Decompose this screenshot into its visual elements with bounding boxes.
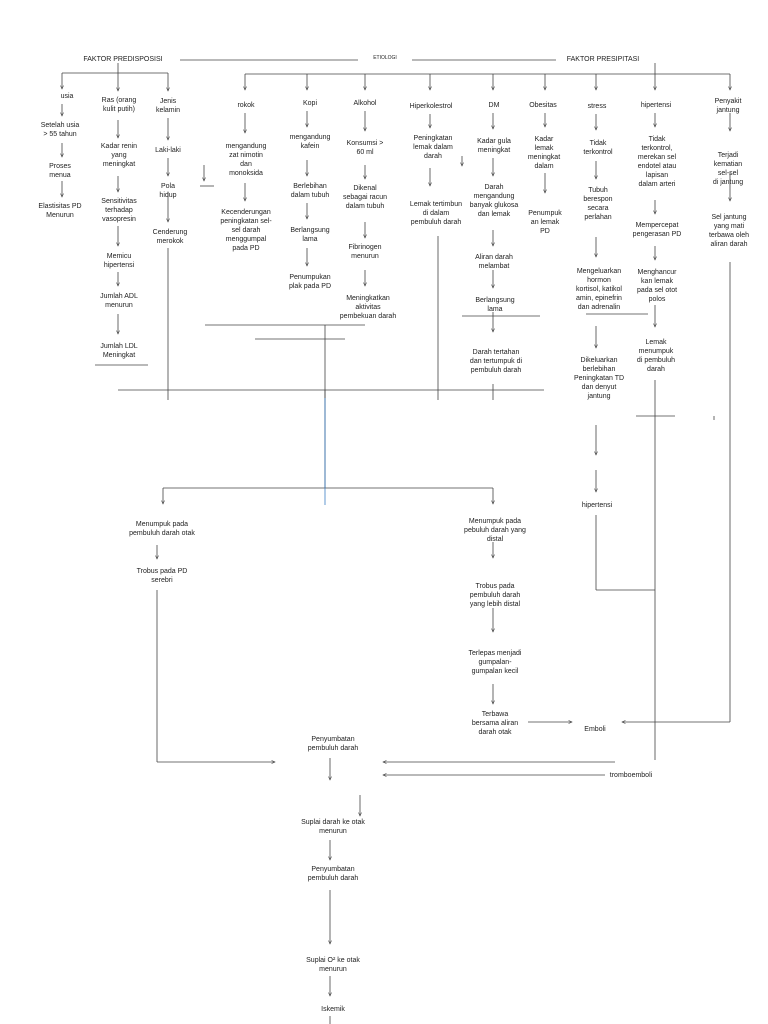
usia-label: usia: [60, 93, 74, 100]
obesitas-step: Penumpuk an lemak PD: [528, 210, 562, 235]
final-step: Penyumbatan pembuluh darah: [307, 736, 359, 752]
stress-step: hipertensi: [581, 502, 613, 509]
hiperkolestrol-step: Peningkatan lemak dalam darah: [413, 135, 453, 160]
usia-step: Elastisitas PD Menurun: [38, 203, 82, 219]
kopi-step: Penumpukan plak pada PD: [288, 274, 332, 290]
jenis-kelamin-step: Pola hidup: [159, 183, 177, 199]
usia-step: Proses menua: [49, 163, 71, 179]
obesitas-label: Obesitas: [529, 102, 557, 109]
ras-step: Memicu hipertensi: [103, 253, 135, 269]
penyakit-jantung-step: Terjadi kematian sel-sel di jantung: [712, 152, 744, 186]
stress-step: Tidak terkontrol: [583, 140, 613, 156]
dm-step: Darah tertahan dan tertumpuk di pembuluh…: [469, 349, 523, 374]
kopi-step: mengandung kafein: [289, 134, 331, 150]
hipertensi-step: Menghancur kan lemak pada sel otot polos: [636, 269, 678, 303]
alkohol-label: Alkohol: [353, 100, 377, 107]
lower-right-step: Menumpuk pada pebuluh darah yang distal: [464, 518, 526, 543]
dm-label: DM: [488, 102, 500, 109]
kopi-label: Kopi: [302, 100, 317, 107]
hipertensi-step: Mempercepat pengerasan PD: [632, 222, 682, 238]
final-step: Suplai O² ke otak menurun: [306, 957, 360, 973]
alkohol-step: Dikenal sebagai racun dalam tubuh: [343, 185, 387, 210]
alkohol-step: Meningkatkan aktivitas pembekuan darah: [339, 295, 397, 320]
hiperkolestrol-step: Lemak tertimbun di dalam pembuluh darah: [409, 201, 463, 226]
kopi-step: Berlangsung lama: [290, 227, 330, 243]
kopi-step: Berlebihan dalam tubuh: [290, 183, 330, 199]
stress-step: Mengeluarkan hormon kortisol, katikol am…: [576, 268, 622, 311]
obesitas-step: Kadar lemak meningkat dalam: [527, 136, 561, 170]
dm-step: Kadar gula meningkat: [477, 138, 511, 154]
ras-step: Kadar renin yang meningkat: [100, 143, 138, 168]
usia-step: Setelah usia > 55 tahun: [40, 122, 80, 138]
hipertensi-step: Lemak menumpuk di pembuluh darah: [636, 339, 676, 373]
ras-step: Jumlah ADL menurun: [100, 293, 138, 309]
lower-right-step: Trobus pada pembuluh darah yang lebih di…: [469, 583, 521, 608]
final-step: Suplai darah ke otak menurun: [301, 819, 365, 835]
etiologi-header: ETIOLOGI: [373, 55, 397, 61]
faktor-presipitasi-header: FAKTOR PRESIPITASI: [566, 56, 640, 63]
dm-step: Aliran darah melambat: [475, 254, 513, 270]
stress-step: Tubuh berespon secara perlahan: [583, 187, 613, 221]
hipertensi-label: hipertensi: [640, 102, 672, 109]
rokok-label: rokok: [237, 102, 255, 109]
jenis-kelamin-label: Jenis kelamin: [155, 98, 181, 114]
hipertensi-step: Tidak terkontrol, merekan sel endotel at…: [637, 136, 677, 188]
jenis-kelamin-step: Laki-laki: [155, 147, 181, 154]
dm-step: Berlangsung lama: [475, 297, 515, 313]
faktor-predisposisi-header: FAKTOR PREDISPOSISI: [83, 56, 163, 63]
ras-step: Sensitivitas terhadap vasopresin: [101, 198, 137, 223]
emboli-label: Emboli: [584, 726, 606, 733]
rokok-step: mengandung zat nimotin dan monoksida: [225, 143, 267, 177]
alkohol-step: Fibrinogen menurun: [348, 244, 382, 260]
lower-right-step: Terlepas menjadi gumpalan- gumpalan keci…: [468, 650, 522, 675]
tromboemboli-label: tromboemboli: [609, 772, 653, 779]
penyakit-jantung-label: Penyakit jantung: [714, 98, 742, 114]
hiperkolestrol-label: Hiperkolestrol: [409, 103, 453, 110]
lower-right-step: Terbawa bersama aliran darah otak: [471, 711, 519, 736]
final-step: Iskemik: [321, 1006, 345, 1013]
dm-step: Darah mengandung banyak glukosa dan lema…: [469, 184, 519, 218]
ras-step: Jumlah LDL Meningkat: [100, 343, 138, 359]
final-step: Penyumbatan pembuluh darah: [307, 866, 359, 882]
alkohol-step: Konsumsi > 60 ml: [346, 140, 384, 156]
penyakit-jantung-step: Sel jantung yang mati terbawa oleh alira…: [708, 214, 750, 248]
stress-label: stress: [587, 103, 607, 110]
lower-left-step: Menumpuk pada pembuluh darah otak: [129, 521, 195, 537]
stress-step: Dikeluarkan berlebihan Peningkatan TD da…: [573, 357, 625, 400]
rokok-step: Kecenderungan peningkatan sel- sel darah…: [220, 209, 272, 252]
lower-left-step: Trobus pada PD serebri: [136, 568, 188, 584]
ras-label: Ras (orang kulit putih): [101, 97, 137, 113]
jenis-kelamin-step: Cenderung merokok: [152, 229, 188, 245]
